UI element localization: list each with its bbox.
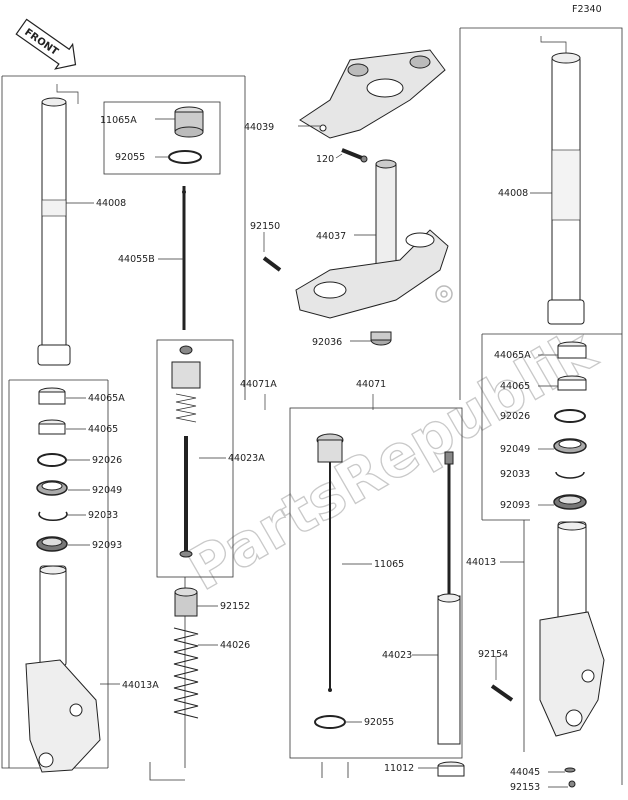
label-44013: 44013 <box>466 557 496 568</box>
part-labels: 44008 11065A 92055 44055B 44071A 44071 4… <box>88 115 540 793</box>
label-44065-right: 44065 <box>500 381 530 392</box>
label-44008-left: 44008 <box>96 198 126 209</box>
label-44065-left: 44065 <box>88 424 118 435</box>
label-92026-left: 92026 <box>92 455 122 466</box>
bushing-44065A-left <box>38 387 66 405</box>
figure-code: F2340 <box>572 4 602 15</box>
label-92153: 92153 <box>510 782 540 793</box>
label-44071A: 44071A <box>240 379 277 390</box>
washer-92026-right <box>554 409 586 423</box>
label-44071: 44071 <box>356 379 386 390</box>
damper-44023 <box>437 451 461 745</box>
clip-92033-left <box>38 511 68 521</box>
label-44037: 44037 <box>316 231 346 242</box>
washer-92026-left <box>37 453 67 467</box>
collar-11012 <box>437 761 465 777</box>
bolt-120 <box>341 148 368 163</box>
label-92055-bottom: 92055 <box>364 717 394 728</box>
label-11065A: 11065A <box>100 115 137 126</box>
bushing-44065-left <box>38 419 66 435</box>
label-44039: 44039 <box>244 122 274 133</box>
label-92033-right: 92033 <box>500 469 530 480</box>
label-44023A: 44023A <box>228 453 265 464</box>
nut-92036 <box>370 331 392 346</box>
cap-bolt-11065 <box>316 433 344 692</box>
nut-92152 <box>174 587 198 617</box>
label-44026: 44026 <box>220 640 250 651</box>
label-92152: 92152 <box>220 601 250 612</box>
label-44008-right: 44008 <box>498 188 528 199</box>
bushing-44065A-right <box>557 341 587 359</box>
inner-tube-44013 <box>539 521 605 737</box>
label-92036: 92036 <box>312 337 342 348</box>
label-120: 120 <box>316 154 334 165</box>
outer-tube-right <box>540 36 585 325</box>
label-44023: 44023 <box>382 650 412 661</box>
label-92150: 92150 <box>250 221 280 232</box>
leader-lines <box>66 118 568 788</box>
outer-tube-left <box>37 84 79 366</box>
cartridge-44023A <box>171 345 201 558</box>
label-92093-left: 92093 <box>92 540 122 551</box>
label-11012: 11012 <box>384 763 414 774</box>
bolt-92154 <box>490 684 514 702</box>
bolt-92150 <box>262 256 282 272</box>
inner-tube-44013A <box>25 565 101 773</box>
label-92093-right: 92093 <box>500 500 530 511</box>
rod-44055B <box>182 186 186 330</box>
clip-92033-right <box>555 471 585 479</box>
cap-bolt-11065A <box>174 106 204 138</box>
dust-seal-92093-left <box>36 536 68 552</box>
label-92049-right: 92049 <box>500 444 530 455</box>
seal-92049-left <box>36 480 68 496</box>
label-92055-top: 92055 <box>115 152 145 163</box>
label-92026-right: 92026 <box>500 411 530 422</box>
label-44065A-right: 44065A <box>494 350 531 361</box>
right-fork-frame <box>459 27 623 785</box>
bushing-44065-right <box>557 375 587 391</box>
label-11065: 11065 <box>374 559 404 570</box>
label-44055B: 44055B <box>118 254 155 265</box>
label-92154: 92154 <box>478 649 508 660</box>
label-44045: 44045 <box>510 767 540 778</box>
label-92033-left: 92033 <box>88 510 118 521</box>
seal-92049-right <box>553 438 587 454</box>
o-ring-92055-bottom <box>314 715 346 729</box>
label-92049-left: 92049 <box>92 485 122 496</box>
front-arrow-icon: FRONT <box>15 18 77 70</box>
label-44013A: 44013A <box>122 680 159 691</box>
cartridge-frame-b <box>289 407 463 778</box>
upper-bracket-44039 <box>299 49 446 139</box>
o-ring-92055-top <box>168 150 202 164</box>
gear-icon <box>435 285 453 303</box>
bolt-92153 <box>568 780 576 788</box>
dust-seal-92093-right <box>553 494 587 510</box>
stem-44037 <box>295 159 449 319</box>
label-44065A-left: 44065A <box>88 393 125 404</box>
washer-44045 <box>564 767 576 773</box>
spring-44026 <box>173 627 199 719</box>
